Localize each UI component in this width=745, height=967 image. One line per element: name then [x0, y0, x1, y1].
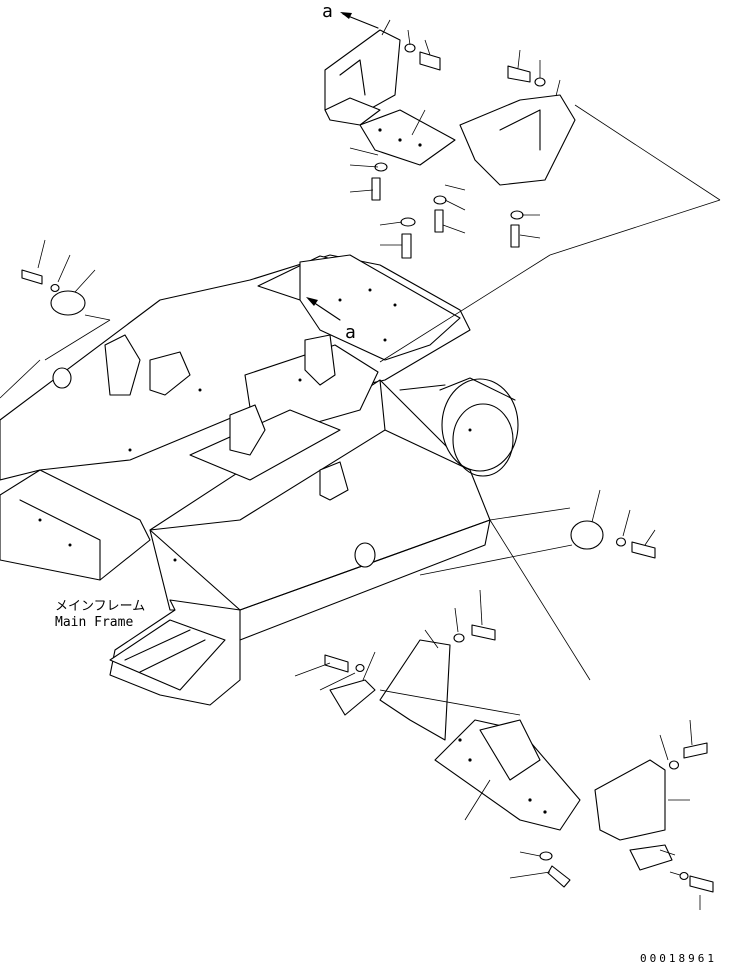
arrow-icon — [340, 12, 352, 19]
view-arrow-top: a — [322, 1, 379, 29]
lower-guard-assembly — [294, 519, 714, 910]
main-frame-label-en: Main Frame — [55, 615, 133, 630]
main-frame — [0, 199, 721, 706]
ref-label-a-top: a — [322, 1, 333, 22]
drawing-number: 00018961 — [640, 952, 717, 965]
main-frame-label-jp: メインフレーム — [55, 599, 145, 614]
arrow-icon — [306, 297, 318, 306]
left-cover-assembly — [21, 239, 111, 321]
right-cover-assembly — [419, 489, 656, 576]
view-arrow-frame: a — [306, 297, 356, 343]
swing-bearing-ring — [399, 377, 519, 477]
upper-guard-assembly — [324, 19, 721, 259]
ref-label-a-frame: a — [345, 322, 356, 343]
